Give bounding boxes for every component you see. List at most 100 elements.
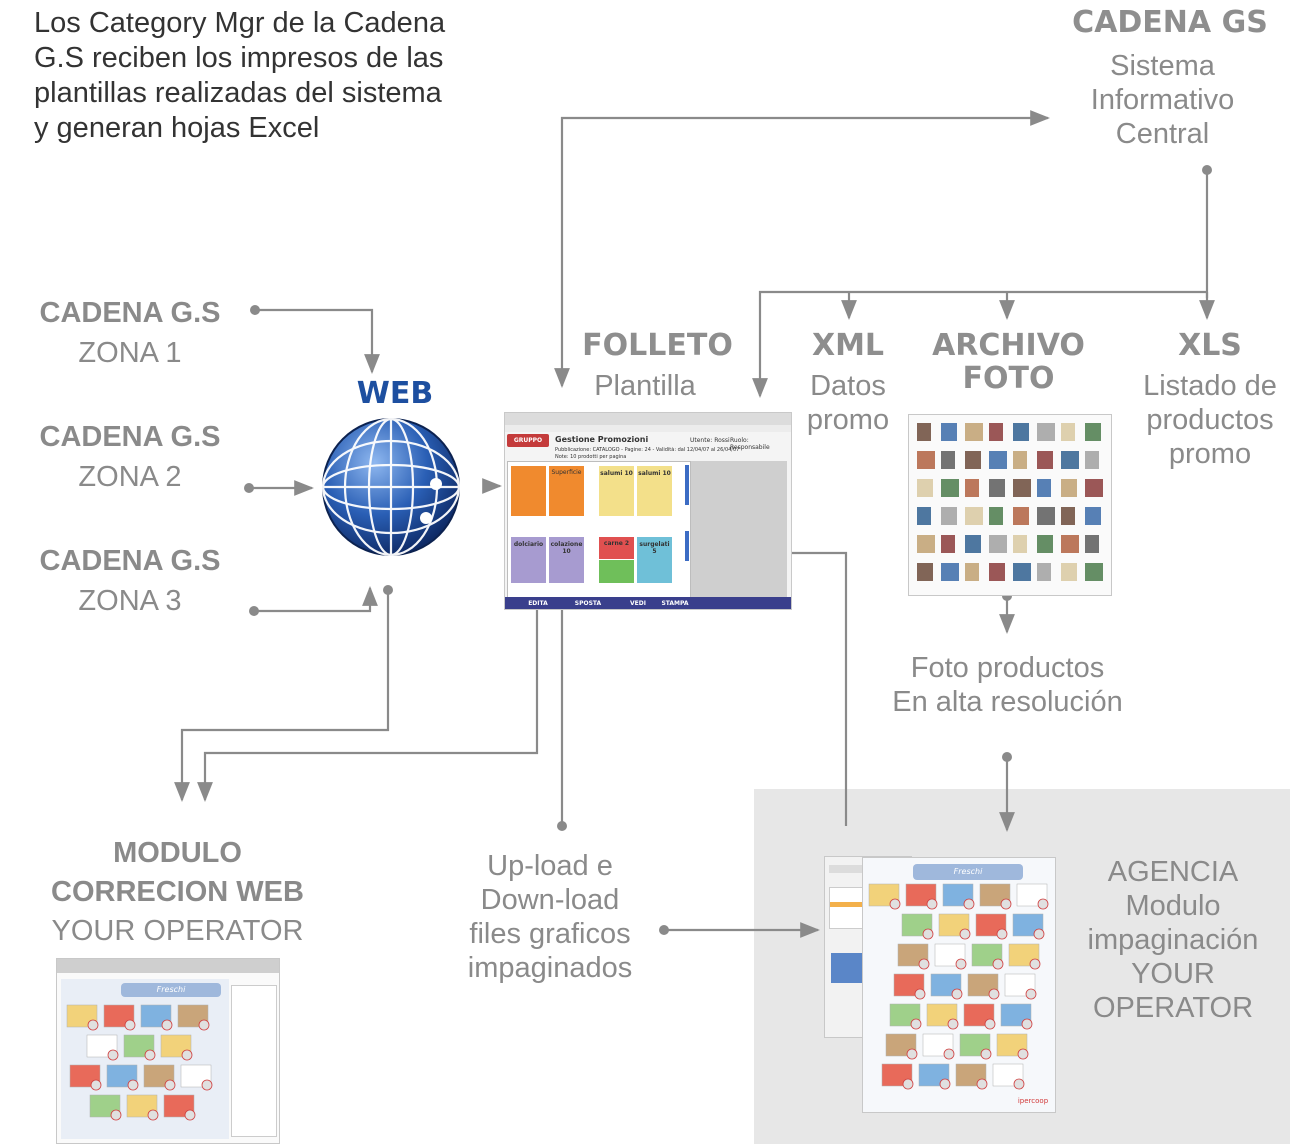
upload-line: Up-load e [487,850,613,882]
wire-web-modulo [174,590,390,802]
price-tag [996,928,1008,940]
flyer-banner: Freschi [913,864,1023,880]
product-photo [1061,507,1075,525]
web-label: WEB [356,376,434,411]
agency-flyer: Freschi ipercoop [862,857,1056,1113]
flyer-items [868,883,1049,1090]
product-photo [1085,423,1101,441]
promo-cell: salumi 10 [599,466,634,516]
foto-line: Foto productos [910,652,1105,684]
price-tag [87,1019,99,1031]
product-photo [1061,451,1079,469]
edita-button[interactable]: EDITA [528,600,548,607]
upload-line: files graficos [469,918,631,950]
stampa-button[interactable]: STAMPA [661,600,689,607]
foto-line: En alta resolución [892,686,1123,718]
screenshot-user: Utente: Rossi [690,437,730,444]
product-photo [965,423,983,441]
price-tag [1013,1078,1025,1090]
flyer-title: Freschi [953,867,983,876]
product-photos-grid [917,423,1103,581]
xls-title: XLS [1178,328,1242,363]
xml-label: Datos promo [790,369,906,437]
product-photo [1085,535,1099,553]
flyer-items [66,1004,213,1121]
vedi-button[interactable]: VEDI [630,600,646,607]
price-tag [889,898,901,910]
product-photo [965,535,981,553]
product-photo [941,535,955,553]
central-line: Informativo [1090,84,1235,116]
price-tag [963,898,975,910]
flyer-preview: Freschi [61,979,229,1139]
price-tag [914,988,926,1000]
product-photo [989,423,1003,441]
product-photo [1037,535,1053,553]
price-tag [90,1079,102,1091]
wire-zona1 [255,308,380,374]
product-photo [1061,563,1077,581]
promo-cell [511,466,546,516]
price-tag [939,1078,951,1090]
wire-central-folleto [554,110,1050,388]
side-form [231,985,277,1137]
price-tag [161,1019,173,1031]
xls-line: promo [1168,438,1252,470]
product-photo [917,451,935,469]
promo-cell [599,560,634,583]
agencia-line: AGENCIA [1107,856,1239,888]
price-tag [984,1018,996,1030]
price-tag [988,988,1000,1000]
cell-label: dolciario [513,541,544,548]
product-photo [1013,479,1031,497]
agencia-line: impaginación [1087,924,1259,956]
modulo-line: YOUR OPERATOR [51,915,304,947]
price-tag [902,1078,914,1090]
product-photo [941,507,957,525]
product-photo [917,563,933,581]
price-tag [164,1079,176,1091]
intro-text: Los Category Mgr de la Cadena G.S recibe… [34,6,514,146]
price-tag [1025,988,1037,1000]
xls-label: Listado de productos promo [1120,369,1300,471]
price-tag [1033,928,1045,940]
modulo-line: MODULO [113,837,242,869]
central-title: CADENA GS [1072,5,1268,40]
archivo-line: ARCHIVO [932,328,1085,363]
price-tag [959,928,971,940]
product-photo [1037,451,1053,469]
product-photo [917,479,933,497]
product-image [831,953,865,983]
product-photo [941,451,955,469]
cell-label: surgelati 5 [639,541,670,555]
wire-folleto-modulo [197,546,539,802]
price-tag [107,1049,119,1061]
price-tag [1021,1018,1033,1030]
upload-label: Up-load e Down-load files graficos impag… [440,849,660,985]
xls-line: productos [1146,404,1274,436]
zona1-title: CADENA G.S [39,297,221,329]
wire-zona3 [254,586,378,613]
browser-menubar [505,425,791,432]
product-photo [941,563,959,581]
product-photo [965,507,983,525]
product-photo [917,423,931,441]
sposta-button[interactable]: SPOSTA [574,600,602,607]
browser-toolbar [57,959,279,973]
price-tag [947,1018,959,1030]
product-photo [989,479,1005,497]
zona1-sub: ZONA 1 [78,337,182,369]
gruppo-logo: GRUPPO [507,434,549,447]
modulo-line: CORRECION WEB [51,876,304,908]
intro-line: plantillas realizadas del sistema [34,77,442,109]
product-photo [989,507,1003,525]
folleto-sub: Plantilla [594,370,696,402]
product-photo [965,479,979,497]
product-photo [965,451,981,469]
product-photo [1013,535,1027,553]
product-photo [941,423,957,441]
archivo-line: FOTO [962,361,1055,396]
product-photo [1085,507,1101,525]
price-tag [184,1109,196,1121]
brand-logo: ipercoop [1017,1097,1049,1105]
